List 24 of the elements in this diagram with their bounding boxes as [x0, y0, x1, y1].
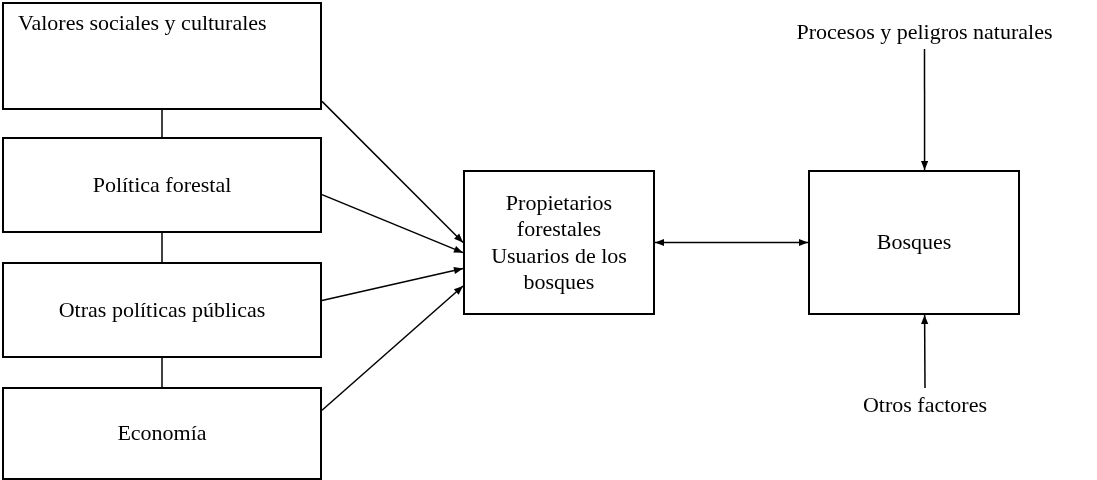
- process-box: [2, 262, 322, 358]
- factor-label: Otros factores: [863, 391, 987, 419]
- box-label: Economía: [117, 420, 207, 447]
- process-box: [463, 170, 655, 315]
- process-box: [2, 137, 322, 233]
- arrow: [321, 193, 464, 254]
- arrow: [321, 285, 464, 411]
- process-box: [2, 387, 322, 480]
- process-box: [2, 2, 322, 110]
- box-label: Propietarios forestales Usuarios de los bosques: [490, 189, 628, 296]
- arrow: [921, 48, 929, 171]
- box-label: Valores sociales y culturales: [18, 10, 267, 37]
- connector-line: [161, 109, 163, 138]
- arrow: [321, 267, 464, 302]
- box-label: Otras políticas públicas: [58, 296, 266, 324]
- box-label: Bosques: [876, 229, 952, 256]
- connector-line: [161, 232, 163, 263]
- process-box: [808, 170, 1020, 315]
- arrow: [654, 238, 809, 247]
- factor-label: Procesos y peligros naturales: [796, 18, 1053, 46]
- box-label: Política forestal: [92, 171, 232, 199]
- connector-line: [161, 357, 163, 388]
- arrow: [321, 100, 464, 244]
- arrow: [921, 314, 929, 389]
